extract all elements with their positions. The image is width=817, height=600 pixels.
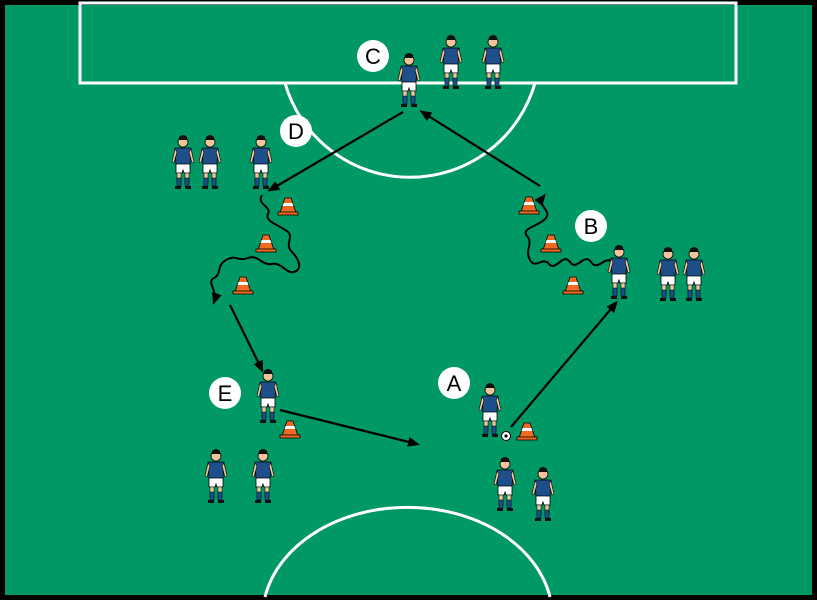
arrow-c-to-d (267, 111, 404, 192)
center-circle (263, 505, 552, 598)
station-label-b: B (575, 210, 607, 242)
arrow-b-to-c (419, 110, 541, 187)
station-label-d: D (280, 115, 312, 147)
arrow-a-to-b (510, 300, 618, 428)
arrow-e-to-a (279, 408, 420, 447)
svg-text:A: A (447, 371, 462, 396)
station-label-e: E (209, 377, 241, 409)
dribble-path-b (524, 193, 613, 267)
station-label-a: A (438, 367, 470, 399)
dribble-path-d (210, 194, 300, 305)
svg-text:C: C (365, 44, 381, 69)
svg-text:D: D (288, 119, 304, 144)
station-label-c: C (357, 40, 389, 72)
svg-text:B: B (584, 214, 599, 239)
svg-text:E: E (218, 381, 233, 406)
arrow-d-to-e (229, 304, 264, 373)
ball-icon (501, 431, 511, 441)
